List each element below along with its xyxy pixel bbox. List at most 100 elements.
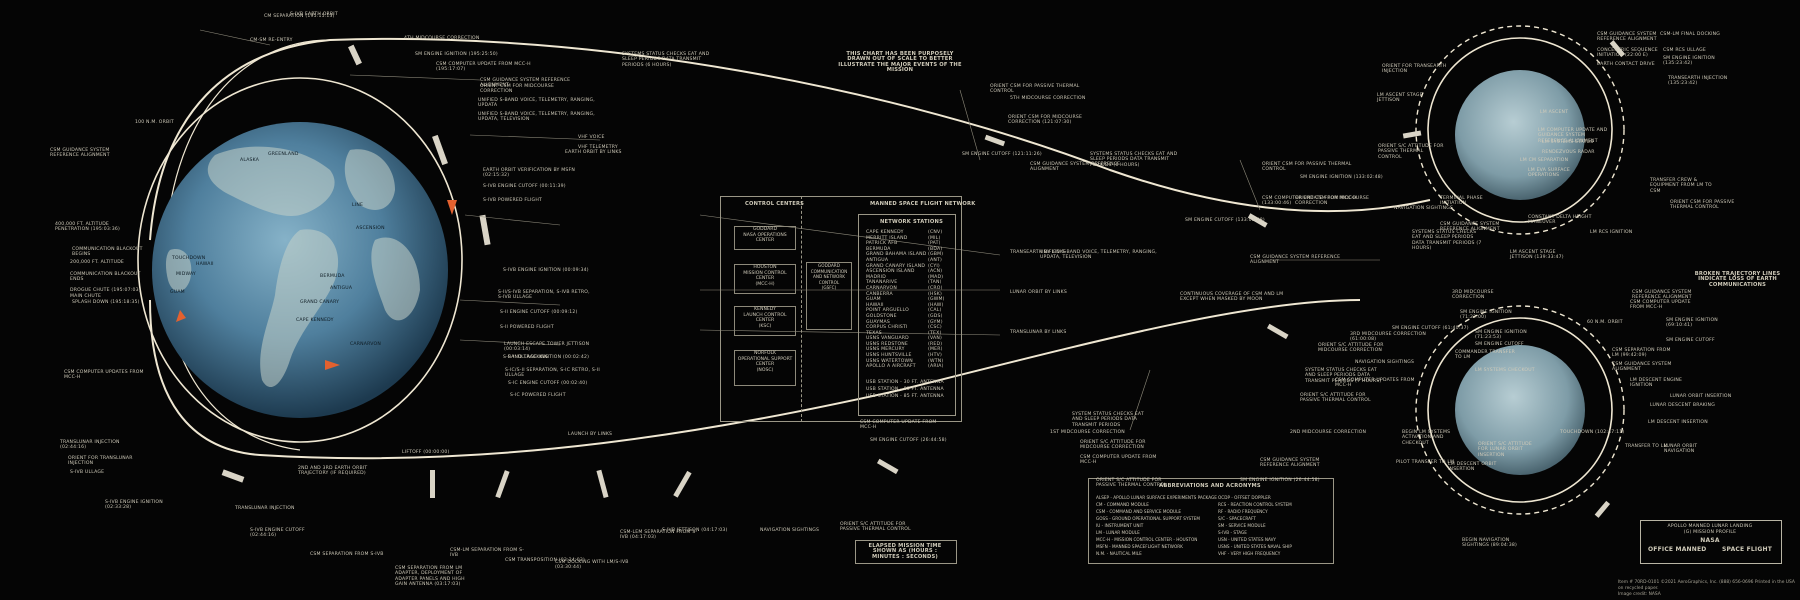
communication-label: CONTINUOUS COVERAGE OF CSM AND LM EXCEPT… bbox=[1180, 292, 1284, 303]
network-station-row: USNS WATERTOWN(WTN) bbox=[866, 359, 950, 365]
upper-event-label: ORIENT CSM FOR PASSIVE THERMAL CONTROL bbox=[990, 84, 1080, 95]
earth-map-label: CAPE KENNEDY bbox=[296, 318, 334, 323]
abbreviation-entry: MCC-H - MISSION CONTROL CENTER - HOUSTON bbox=[1096, 537, 1198, 542]
station-code: (CRO) bbox=[928, 285, 943, 291]
abbreviation-entry: USN - UNITED STATES NAVY bbox=[1218, 537, 1276, 542]
abbreviation-entry: RCS - REACTION CONTROL SYSTEM bbox=[1218, 502, 1292, 507]
lower-event-label: ORIENT S/C ATTITUDE FOR PASSIVE THERMAL … bbox=[1096, 478, 1167, 489]
abbreviation-entry: N.M. - NAUTICAL MILE bbox=[1096, 551, 1142, 556]
communication-label: UNIFIED S-BAND VOICE, TELEMETRY, RANGING… bbox=[478, 112, 595, 123]
upper-event-label: CSM GUIDANCE SYSTEM REFERENCE ALIGNMENT bbox=[480, 78, 571, 89]
moon-top-event-label: CSM-LM FINAL DOCKING bbox=[1660, 32, 1721, 37]
goddard-center: GODDARD NASA OPERATIONS CENTER bbox=[734, 226, 796, 250]
upper-event-label: ORIENT CSM FOR MIDCOURSE CORRECTION (121… bbox=[1008, 115, 1083, 126]
left-event-label: S-IVB ULLAGE bbox=[70, 470, 105, 475]
moon-bottom-event-label: CSM COMPUTER UPDATE FROM MCC-H bbox=[1630, 300, 1691, 311]
network-station-row: PATRICK AFB(PAT) bbox=[866, 241, 950, 247]
left-event-label: CSM-LM SEPARATION FROM S-IVB bbox=[450, 548, 525, 559]
abbreviation-entry: MSFN - MANNED SPACEFLIGHT NETWORK bbox=[1096, 544, 1183, 549]
lower-event-label: CSM COMPUTER UPDATES FROM MCC-H bbox=[1335, 378, 1415, 389]
station-code: (CSC) bbox=[928, 325, 942, 331]
earth-map-label: LINE bbox=[352, 203, 364, 208]
network-station-list: CAPE KENNEDY(CNV)MERRITT ISLAND(MIL)PATR… bbox=[866, 230, 950, 370]
abbreviation-entry: SM - SERVICE MODULE bbox=[1218, 523, 1266, 528]
lower-event-label: SM ENGINE CUTOFF (26:44:58) bbox=[870, 438, 947, 443]
communication-label: TRANSLUNAR BY LINKS bbox=[1010, 330, 1067, 335]
left-event-label: CM-SM RE-ENTRY bbox=[250, 38, 293, 43]
moon-bottom-event-label: LUNAR ORBIT NAVIGATION bbox=[1664, 444, 1698, 455]
network-station-row: GUAM(GWM) bbox=[866, 297, 950, 303]
station-name: BERMUDA bbox=[866, 246, 891, 252]
moon-top-event-label: LM ASCENT STAGE JETTISON (139:33:47) bbox=[1510, 250, 1564, 261]
antenna-note-2: USB STATION - 85 FT. ANTENNA bbox=[866, 387, 944, 392]
station-name: APOLLO A AIRCRAFT bbox=[866, 364, 916, 370]
station-name: USNS REDSTONE bbox=[866, 341, 908, 347]
control-centers-column bbox=[720, 196, 802, 422]
left-event-label: S-IVB JETTISON (04:17:03) bbox=[662, 528, 728, 533]
network-station-row: CORPUS CHRISTI(CSC) bbox=[866, 325, 950, 331]
station-name: GUAM bbox=[866, 297, 881, 303]
left-event-label: MAIN CHUTE bbox=[70, 294, 102, 299]
launch-event-label: EARTH ORBIT VERIFICATION BY MSFN (02:15:… bbox=[483, 168, 575, 179]
translunar-trajectory bbox=[149, 299, 1361, 460]
moon-bottom-event-label: 3RD MIDCOURSE CORRECTION bbox=[1452, 290, 1494, 301]
network-station-row: USNS REDSTONE(RED) bbox=[866, 342, 950, 348]
station-code: (HTV) bbox=[928, 353, 942, 359]
moon-bottom-event-label: PILOT TRANSFER TO LM bbox=[1396, 460, 1455, 465]
launch-event-label: S-IVB ENGINE IGNITION (00:09:34) bbox=[503, 268, 589, 273]
moon-bottom-event-label: LM DESCENT INSERTION bbox=[1648, 420, 1708, 425]
moon-top-event-label: NAVIGATION SIGHTINGS bbox=[1394, 206, 1454, 211]
station-name: USNS HUNTSVILLE bbox=[866, 353, 912, 359]
upper-event-label: ORIENT CSM FOR MIDCOURSE CORRECTION bbox=[1295, 196, 1370, 207]
moon-bottom-event-label: SM ENGINE CUTOFF bbox=[1666, 338, 1715, 343]
station-name: ANTIGUA bbox=[866, 257, 889, 263]
lower-event-label: CSM COMPUTER UPDATE FROM MCC-H bbox=[860, 420, 937, 431]
abbreviation-entry: S/C - SPACECRAFT bbox=[1218, 516, 1256, 521]
broken-lines-note: BROKEN TRAJECTORY LINES INDICATE LOSS OF… bbox=[1694, 271, 1781, 288]
lower-event-label: SM ENGINE CUTOFF (61:40:37) bbox=[1392, 326, 1469, 331]
lower-event-label: 1ST MIDCOURSE CORRECTION bbox=[1050, 430, 1125, 435]
left-event-label: S-IVB ENGINE IGNITION (02:33:28) bbox=[105, 500, 163, 511]
communication-label: UNIFIED S-BAND VOICE, TELEMETRY, RANGING… bbox=[478, 98, 595, 109]
upper-event-label: CSM COMPUTER UPDATE FROM MCC-H (133:00:4… bbox=[1262, 196, 1357, 207]
earth-map-label: HAWAII bbox=[196, 262, 214, 267]
abbreviations-right: OCDP - OFFSET DOPPLER RCS - REACTION CONT… bbox=[1218, 494, 1292, 557]
antenna-note-3: USB STATION - 85 FT. ANTENNA bbox=[866, 394, 944, 399]
station-name: CAPE KENNEDY bbox=[866, 230, 904, 235]
moon-top-event-label: SYSTEMS STATUS CHECKS EAT AND SLEEP PERI… bbox=[1412, 230, 1482, 252]
network-stations-title: NETWORK STATIONS bbox=[880, 219, 944, 225]
network-station-row: POINT ARGUELLO(CAL) bbox=[866, 308, 950, 314]
earth-map-label: ASCENSION bbox=[356, 226, 385, 231]
station-name: POINT ARGUELLO bbox=[866, 308, 909, 314]
abbreviations-title: ABBREVIATIONS AND ACRONYMS bbox=[1159, 483, 1261, 489]
station-code: (ARIA) bbox=[928, 364, 944, 370]
left-event-label: COMMUNICATION BLACKOUT BEGINS bbox=[72, 247, 143, 258]
launch-event-label: S-IVB ENGINE CUTOFF (00:11:39) bbox=[483, 184, 566, 189]
network-station-row: CANBERRA(HSK) bbox=[866, 292, 950, 298]
lower-event-label: CSM COMPUTER UPDATE FROM MCC-H bbox=[1080, 455, 1157, 466]
engine-burns bbox=[176, 200, 457, 370]
network-station-row: HAWAII(HAW) bbox=[866, 303, 950, 309]
abbreviation-entry: GOSS - GROUND OPERATIONAL SUPPORT SYSTEM bbox=[1096, 516, 1200, 521]
upper-event-label: SYSTEMS STATUS CHECKS EAT AND SLEEP PERI… bbox=[1090, 152, 1178, 168]
network-station-row: USNS MERCURY(MER) bbox=[866, 347, 950, 353]
lower-event-label: SYSTEM STATUS CHECKS EAT AND SLEEP PERIO… bbox=[1072, 412, 1144, 428]
station-code: (TAN) bbox=[928, 280, 942, 286]
moon-top-event-label: LM CM SEPARATION bbox=[1520, 158, 1569, 163]
moon-bottom-event-label: ORIENT S/C ATTITUDE FOR LUNAR ORBIT INSE… bbox=[1478, 442, 1532, 458]
upper-event-label: 5TH MIDCOURSE CORRECTION bbox=[1010, 96, 1086, 101]
left-event-label: 200,000 FT. ALTITUDE bbox=[70, 260, 125, 265]
station-name: GRAND BAHAMA ISLAND bbox=[866, 252, 927, 258]
title-line-2: (G) MISSION PROFILE bbox=[1683, 530, 1737, 535]
moon-bottom-event-label: CSM GUIDANCE SYSTEM REFERENCE ALIGNMENT bbox=[1632, 290, 1692, 301]
abbreviation-entry: OCDP - OFFSET DOPPLER bbox=[1218, 495, 1271, 500]
callout-lines bbox=[199, 29, 1380, 431]
lower-event-label: 3RD MIDCOURSE CORRECTION (61:00:08) bbox=[1350, 332, 1426, 343]
moon-bottom-event-label: COMMANDER TRANSFER TO LM bbox=[1455, 350, 1516, 361]
moon-bottom-event-label: CSM SEPARATION FROM LM (99:42:09) bbox=[1612, 348, 1671, 359]
moon-bottom-event-label: SM ENGINE IGNITION (71:23:53) bbox=[1475, 330, 1527, 341]
station-name: CARNARVON bbox=[866, 285, 897, 291]
moon-top-event-label: LM ASCENT STAGE JETTISON bbox=[1377, 93, 1423, 104]
